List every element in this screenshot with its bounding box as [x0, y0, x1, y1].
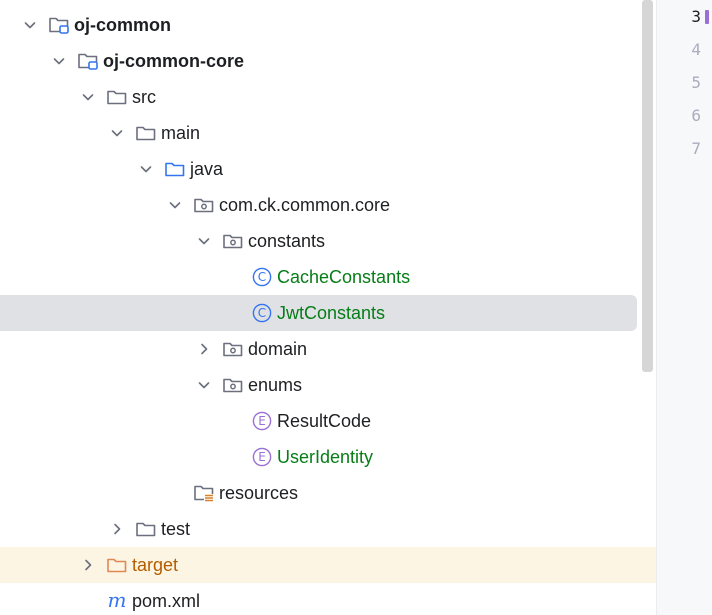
tree-row-src[interactable]: src	[0, 79, 656, 115]
svg-text:E: E	[258, 414, 266, 428]
tree-item-label: target	[132, 554, 179, 575]
tree-row-com-ck-common-core[interactable]: com.ck.common.core	[0, 187, 656, 223]
chevron-down-icon[interactable]	[196, 223, 212, 259]
tree-item-label: src	[132, 86, 156, 107]
svg-text:C: C	[258, 306, 266, 320]
tree-row-oj-common[interactable]: oj-common	[0, 7, 656, 43]
class-icon: C	[251, 259, 273, 295]
chevron-down-icon[interactable]	[22, 7, 38, 43]
line-number: 6	[691, 106, 701, 125]
tree-item-label: domain	[248, 338, 308, 359]
tree-item-label: resources	[219, 482, 299, 503]
chevron-down-icon[interactable]	[109, 115, 125, 151]
chevron-right-icon[interactable]	[80, 547, 96, 583]
chevron-down-icon[interactable]	[80, 79, 96, 115]
project-tree-scrollbar[interactable]	[642, 0, 653, 372]
tree-row-enums[interactable]: enums	[0, 367, 656, 403]
editor-gutter: 3 4 5 6 7	[656, 0, 712, 615]
tree-item-label: pom.xml	[132, 590, 201, 611]
tree-item-label: com.ck.common.core	[219, 194, 391, 215]
source-folder-icon	[164, 151, 186, 187]
chevron-down-icon[interactable]	[196, 367, 212, 403]
tree-row-main[interactable]: main	[0, 115, 656, 151]
excluded-folder-icon	[106, 547, 128, 583]
resources-folder-icon	[193, 475, 215, 511]
package-icon	[193, 187, 215, 223]
folder-icon	[135, 511, 157, 547]
line-number: 3	[691, 7, 701, 26]
module-folder-icon	[48, 7, 70, 43]
tree-item-label: constants	[248, 230, 326, 251]
line-number: 4	[691, 40, 701, 59]
gutter-marker-icon	[705, 10, 709, 24]
tree-item-label: JwtConstants	[277, 302, 386, 323]
tree-item-label: test	[161, 518, 191, 539]
tree-item-label: java	[190, 158, 224, 179]
enum-icon: E	[251, 439, 273, 475]
module-folder-icon	[77, 43, 99, 79]
svg-text:C: C	[258, 270, 266, 284]
tree-row-useridentity[interactable]: E UserIdentity	[0, 439, 656, 475]
line-number: 7	[691, 139, 701, 158]
tree-item-label: oj-common-core	[103, 50, 245, 71]
tree-item-label: ResultCode	[277, 410, 372, 431]
tree-row-cacheconstants[interactable]: C CacheConstants	[0, 259, 656, 295]
class-icon: C	[251, 295, 273, 331]
chevron-down-icon[interactable]	[167, 187, 183, 223]
chevron-right-icon[interactable]	[196, 331, 212, 367]
svg-text:m: m	[108, 590, 127, 612]
tree-row-resultcode[interactable]: E ResultCode	[0, 403, 656, 439]
chevron-down-icon[interactable]	[51, 43, 67, 79]
tree-row-oj-common-core[interactable]: oj-common-core	[0, 43, 656, 79]
package-icon	[222, 223, 244, 259]
folder-icon	[106, 79, 128, 115]
tree-item-label: enums	[248, 374, 303, 395]
svg-text:E: E	[258, 450, 266, 464]
package-icon	[222, 367, 244, 403]
tree-row-target[interactable]: target	[0, 547, 656, 583]
enum-icon: E	[251, 403, 273, 439]
tree-row-java[interactable]: java	[0, 151, 656, 187]
chevron-down-icon[interactable]	[138, 151, 154, 187]
tree-item-label: UserIdentity	[277, 446, 374, 467]
maven-icon: m	[106, 583, 128, 615]
tree-row-domain[interactable]: domain	[0, 331, 656, 367]
folder-icon	[135, 115, 157, 151]
chevron-right-icon[interactable]	[109, 511, 125, 547]
tree-item-label: CacheConstants	[277, 266, 411, 287]
tree-item-label: oj-common	[74, 14, 171, 35]
package-icon	[222, 331, 244, 367]
tree-item-label: main	[161, 122, 201, 143]
line-number: 5	[691, 73, 701, 92]
tree-row-jwtconstants[interactable]: C JwtConstants	[0, 295, 637, 331]
tree-row-resources[interactable]: resources	[0, 475, 656, 511]
tree-row-test[interactable]: test	[0, 511, 656, 547]
tree-row-constants[interactable]: constants	[0, 223, 656, 259]
